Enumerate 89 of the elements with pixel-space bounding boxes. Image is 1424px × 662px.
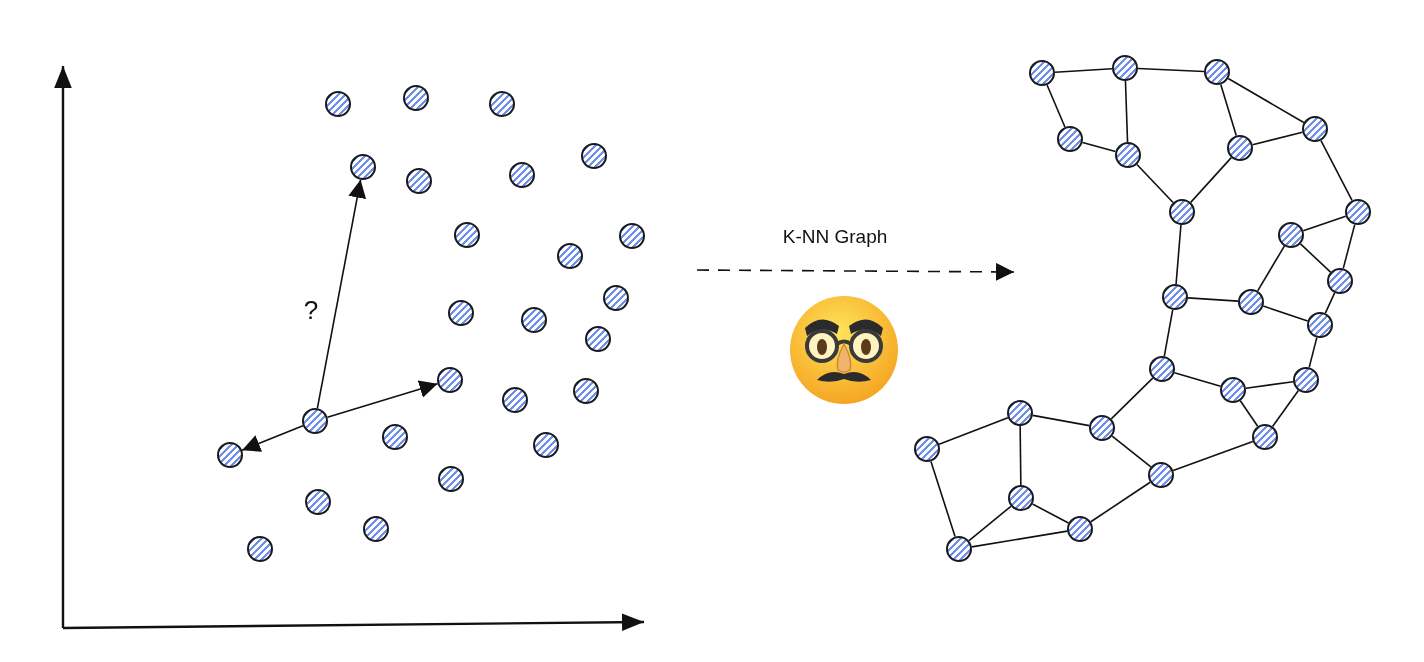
arrow bbox=[316, 178, 367, 410]
data-point-circle bbox=[437, 367, 463, 393]
connector-line bbox=[1124, 80, 1129, 143]
connector-line bbox=[1302, 215, 1347, 232]
connector-line bbox=[1189, 156, 1233, 204]
connector-line bbox=[1308, 336, 1318, 369]
data-point-circle bbox=[1115, 142, 1141, 168]
data-point-circle bbox=[302, 408, 328, 434]
connector-line bbox=[1187, 297, 1239, 302]
data-point-circle bbox=[1327, 268, 1353, 294]
arrow bbox=[326, 380, 439, 419]
data-point-circle bbox=[247, 536, 273, 562]
connector-line bbox=[1032, 414, 1090, 427]
data-point-circle bbox=[1149, 356, 1175, 382]
connector-line bbox=[1239, 399, 1259, 428]
data-point-circle bbox=[533, 432, 559, 458]
connector-line bbox=[1054, 68, 1113, 73]
data-point-circle bbox=[1169, 199, 1195, 225]
data-point-circle bbox=[509, 162, 535, 188]
connector-line bbox=[1111, 435, 1152, 468]
connector-line bbox=[1175, 224, 1182, 285]
connector-line bbox=[1163, 309, 1174, 357]
data-point-circle bbox=[363, 516, 389, 542]
data-point-circle bbox=[454, 222, 480, 248]
data-point-circle bbox=[585, 326, 611, 352]
data-point-circle bbox=[1252, 424, 1278, 450]
connector-line bbox=[1081, 141, 1117, 153]
data-point-circle bbox=[382, 424, 408, 450]
data-point-circle bbox=[1029, 60, 1055, 86]
data-point-circle bbox=[325, 91, 351, 117]
data-point-circle bbox=[502, 387, 528, 413]
connector-line bbox=[1256, 245, 1286, 292]
data-point-circle bbox=[438, 466, 464, 492]
data-point-circle bbox=[1148, 462, 1174, 488]
connector-line bbox=[1090, 481, 1151, 523]
arrow bbox=[241, 425, 304, 452]
data-point-circle bbox=[350, 154, 376, 180]
data-point-circle bbox=[619, 223, 645, 249]
connector-line bbox=[1324, 292, 1336, 314]
connector-line bbox=[968, 505, 1012, 542]
data-point-circle bbox=[1089, 415, 1115, 441]
data-point-circle bbox=[1067, 516, 1093, 542]
data-point-circle bbox=[603, 285, 629, 311]
connector-line bbox=[1245, 380, 1294, 390]
data-point-circle bbox=[1008, 485, 1034, 511]
data-point-circle bbox=[1112, 55, 1138, 81]
data-point-circle bbox=[1278, 222, 1304, 248]
data-point-circle bbox=[1345, 199, 1371, 225]
data-point-circle bbox=[1204, 59, 1230, 85]
connector-line bbox=[1137, 67, 1205, 73]
connector-line bbox=[930, 460, 956, 538]
data-point-circle bbox=[217, 442, 243, 468]
connector-line bbox=[938, 416, 1009, 446]
data-point-circle bbox=[1162, 284, 1188, 310]
data-point-circle bbox=[914, 436, 940, 462]
connector-line bbox=[1219, 83, 1238, 137]
data-point-circle bbox=[1057, 126, 1083, 152]
data-point-circle bbox=[448, 300, 474, 326]
data-point-circle bbox=[1227, 135, 1253, 161]
connector-line bbox=[1031, 503, 1070, 524]
data-point-circle bbox=[403, 85, 429, 111]
connector-line bbox=[1173, 371, 1222, 388]
connector-line bbox=[1299, 243, 1332, 273]
connector-line bbox=[1251, 131, 1304, 146]
connector-line bbox=[1172, 440, 1254, 472]
data-point-circle bbox=[305, 489, 331, 515]
data-point-circle bbox=[406, 168, 432, 194]
data-point-circle bbox=[1007, 400, 1033, 426]
data-point-circle bbox=[1302, 116, 1328, 142]
data-point-circle bbox=[1307, 312, 1333, 338]
connector-line bbox=[1342, 223, 1356, 270]
connector-line bbox=[1320, 139, 1353, 202]
connector-line bbox=[1136, 163, 1174, 204]
data-point-circle bbox=[573, 378, 599, 404]
connector-line bbox=[1046, 84, 1066, 128]
data-point-circle bbox=[521, 307, 547, 333]
data-point-circle bbox=[581, 143, 607, 169]
connector-line bbox=[971, 530, 1068, 548]
data-point-circle bbox=[557, 243, 583, 269]
connector-line bbox=[1227, 77, 1305, 124]
connector-line bbox=[1110, 377, 1154, 420]
connector-line bbox=[1271, 389, 1300, 428]
data-point-circle bbox=[1293, 367, 1319, 393]
data-point-circle bbox=[1238, 289, 1264, 315]
data-point-circle bbox=[489, 91, 515, 117]
connector-line bbox=[1019, 425, 1022, 486]
data-point-circle bbox=[946, 536, 972, 562]
data-point-circle bbox=[1220, 377, 1246, 403]
connector-line bbox=[1262, 305, 1309, 322]
